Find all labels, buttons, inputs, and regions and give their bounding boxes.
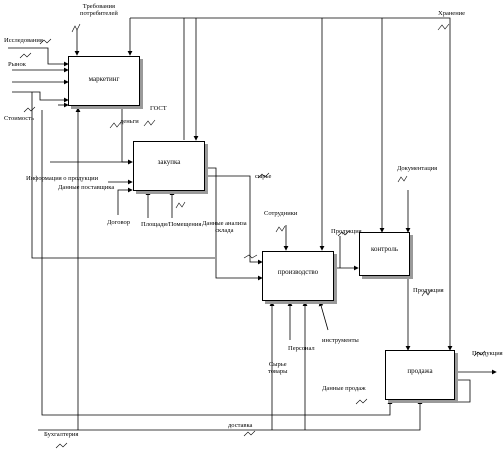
box-purchasing[interactable]: закупка — [133, 141, 205, 191]
label-contract: Договор — [107, 219, 130, 226]
label-gost: ГОСТ — [150, 105, 167, 112]
label-raw: сырье — [255, 173, 272, 180]
box-marketing-title: маркетинг — [88, 75, 120, 83]
squiggle — [437, 23, 450, 31]
label-analysis-data: Данные анализа склада — [202, 220, 247, 235]
label-personnel: Персонал — [288, 345, 315, 352]
label-research: Исследования — [4, 37, 43, 44]
label-requirements-line2: потребителей — [80, 9, 118, 17]
input-cost — [12, 91, 69, 103]
squiggle — [337, 230, 350, 237]
box-production-title: производство — [277, 268, 319, 276]
squiggle — [23, 106, 36, 113]
box-production[interactable]: производство — [262, 251, 334, 301]
left-feedback — [31, 92, 215, 259]
squiggle — [71, 23, 81, 33]
label-storage: Хранение — [438, 10, 466, 17]
label-raw-goods-line1: Сырье — [268, 361, 287, 368]
squiggle — [109, 121, 122, 129]
label-analysis-line1: Данные анализа — [202, 220, 247, 227]
squiggle — [257, 172, 270, 179]
box-sales[interactable]: продажа — [385, 350, 455, 400]
squiggle — [39, 38, 52, 45]
squiggle — [397, 175, 408, 183]
label-supplier-data: Данные поставщика — [58, 184, 115, 191]
label-product-2: Продукция — [413, 287, 444, 294]
label-buildings: Площади/Помещения — [141, 221, 202, 228]
squiggle — [275, 225, 286, 233]
squiggle — [243, 254, 258, 259]
squiggle — [355, 398, 368, 405]
raw-flow — [204, 175, 263, 265]
mech-tools-2 — [318, 301, 329, 331]
box-sales-title: продажа — [407, 367, 433, 375]
label-accounting: Бухгалтерия — [44, 431, 79, 438]
squiggle — [473, 350, 486, 357]
label-money: деньги — [120, 118, 139, 125]
label-delivery: доставка — [228, 422, 253, 429]
label-raw-goods-line2: товары — [268, 367, 288, 375]
squiggle — [19, 52, 32, 59]
box-marketing[interactable]: маркетинг — [68, 56, 140, 106]
squiggle — [243, 430, 256, 437]
left-bottom-loop — [41, 110, 393, 416]
label-tools: инструменты — [322, 337, 359, 344]
label-analysis-line2: склада — [215, 226, 234, 234]
label-market: Рынок — [8, 61, 26, 68]
label-workers: Сотрудники — [264, 210, 298, 217]
label-raw-goods: Сырье товары — [268, 361, 288, 376]
label-documentation: Документация — [397, 165, 438, 172]
box5-loop — [390, 379, 471, 403]
money-flow — [121, 108, 133, 165]
storage-line — [130, 17, 453, 351]
squiggle — [175, 201, 186, 209]
squiggle — [55, 442, 68, 449]
label-cost: Стоимость — [4, 115, 34, 122]
box2-out-2 — [204, 167, 263, 281]
label-requirements: Требования потребителей — [80, 3, 118, 18]
label-sales-data: Данные продаж — [322, 385, 366, 392]
squiggle — [143, 119, 156, 127]
label-product-1: Продукция — [331, 228, 362, 235]
delivery-line — [230, 399, 423, 431]
box-control-title: контроль — [370, 245, 399, 253]
label-requirements-line1: Требования — [82, 3, 116, 10]
label-product-info: Информация о продукции — [26, 175, 99, 182]
box-control[interactable]: контроль — [359, 232, 410, 276]
box-purchasing-title: закупка — [157, 158, 181, 166]
squiggle — [421, 289, 432, 297]
label-product-out: Продукция — [472, 350, 503, 357]
input-research — [8, 47, 69, 67]
contract-arrow — [117, 187, 133, 215]
